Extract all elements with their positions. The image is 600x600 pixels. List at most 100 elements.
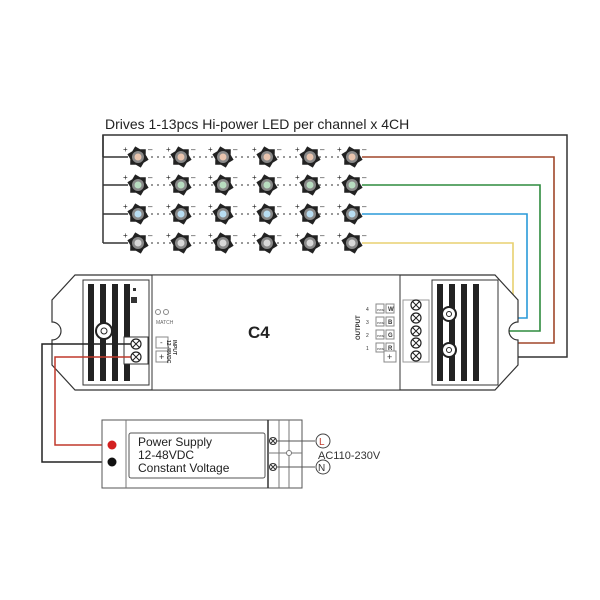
led-minus-label: – [233,173,238,182]
output-channel-letter: W [388,307,394,313]
terminal-screw [410,325,422,337]
led-plus-label: + [123,231,128,240]
led-lens [219,153,227,161]
match-label: MATCH [156,320,174,326]
output-pwm-label: PWM [377,308,385,312]
power-supply: Power Supply 12-48VDC Constant Voltage L… [101,419,381,489]
led-lens [348,239,356,247]
input-plus-label: + [159,352,164,362]
positive-wire [54,356,135,446]
led-plus-label: + [295,145,300,154]
led-plus-label: + [252,145,257,154]
led-minus-label: – [191,173,196,182]
led-lens [263,153,271,161]
led-plus-label: + [123,173,128,182]
terminal-screw [130,338,142,350]
led-plus-label: + [295,231,300,240]
led: +– [252,202,282,225]
led-lens [177,181,185,189]
led: +– [337,173,367,196]
led-lens [348,210,356,218]
led-plus-label: + [123,145,128,154]
led-minus-label: – [191,231,196,240]
led: +– [166,173,196,196]
led-lens [219,239,227,247]
output-plus-label: + [387,352,392,362]
output-pwm-label: PWM [377,347,385,351]
led-minus-label: – [148,173,153,182]
led-grid: +–+–+–+–+–+–+–+–+–+–+–+–+–+–+–+–+–+–+–+–… [123,145,367,254]
led-minus-label: – [362,231,367,240]
led-indicator [133,288,136,291]
led-minus-label: – [233,202,238,211]
live-label: L [319,437,325,448]
led-plus-label: + [295,173,300,182]
led: +– [252,173,282,196]
led-lens [177,153,185,161]
led-lens [134,153,142,161]
led-lens [263,181,271,189]
led: +– [337,145,367,168]
led: +– [337,231,367,254]
diagram-title: Drives 1-13pcs Hi-power LED per channel … [105,116,409,132]
led: +– [123,202,153,225]
led-minus-label: – [233,145,238,154]
led-lens [306,239,314,247]
output-channel-letter: R [388,346,393,352]
input-minus-label: - [160,338,163,347]
led-minus-label: – [148,145,153,154]
terminal-screw [410,312,422,324]
led: +– [123,173,153,196]
model-label: C4 [248,323,270,342]
match-button[interactable] [131,297,137,303]
led: +– [252,231,282,254]
led-plus-label: + [208,231,213,240]
led-plus-label: + [166,202,171,211]
neutral-label: N [318,463,325,474]
led-minus-label: – [362,173,367,182]
terminals [130,299,422,363]
led-plus-label: + [337,145,342,154]
output-label: OUTPUT [356,315,362,340]
led-plus-label: + [166,231,171,240]
output-channel-number: 3 [366,320,369,326]
led-minus-label: – [362,145,367,154]
led: +– [295,173,325,196]
led-minus-label: – [191,202,196,211]
led-lens [134,239,142,247]
led-plus-label: + [252,231,257,240]
led-lens [263,210,271,218]
output-pwm-label: PWM [377,334,385,338]
led-minus-label: – [320,202,325,211]
output-channel-number: 2 [366,333,369,339]
led-minus-label: – [148,231,153,240]
led-plus-label: + [123,202,128,211]
led-lens [348,153,356,161]
ac-voltage-label: AC110-230V [318,450,381,462]
led: +– [295,145,325,168]
output-channel-letter: B [388,320,393,326]
led-lens [177,239,185,247]
led: +– [123,145,153,168]
led-lens [219,181,227,189]
led-plus-label: + [208,145,213,154]
led-plus-label: + [337,202,342,211]
terminal-screw [410,337,422,349]
led-plus-label: + [252,173,257,182]
led: +– [208,145,238,168]
ps-line1: Power Supply [138,435,212,449]
led-plus-label: + [208,173,213,182]
led: +– [123,231,153,254]
led-plus-label: + [208,202,213,211]
led-lens [306,181,314,189]
negative-wire [41,343,135,463]
ps-negative-terminal [107,457,117,467]
controller-center [151,274,401,391]
led-minus-label: – [277,145,282,154]
led: +– [252,145,282,168]
led-minus-label: – [148,202,153,211]
terminal-screw [410,299,422,311]
